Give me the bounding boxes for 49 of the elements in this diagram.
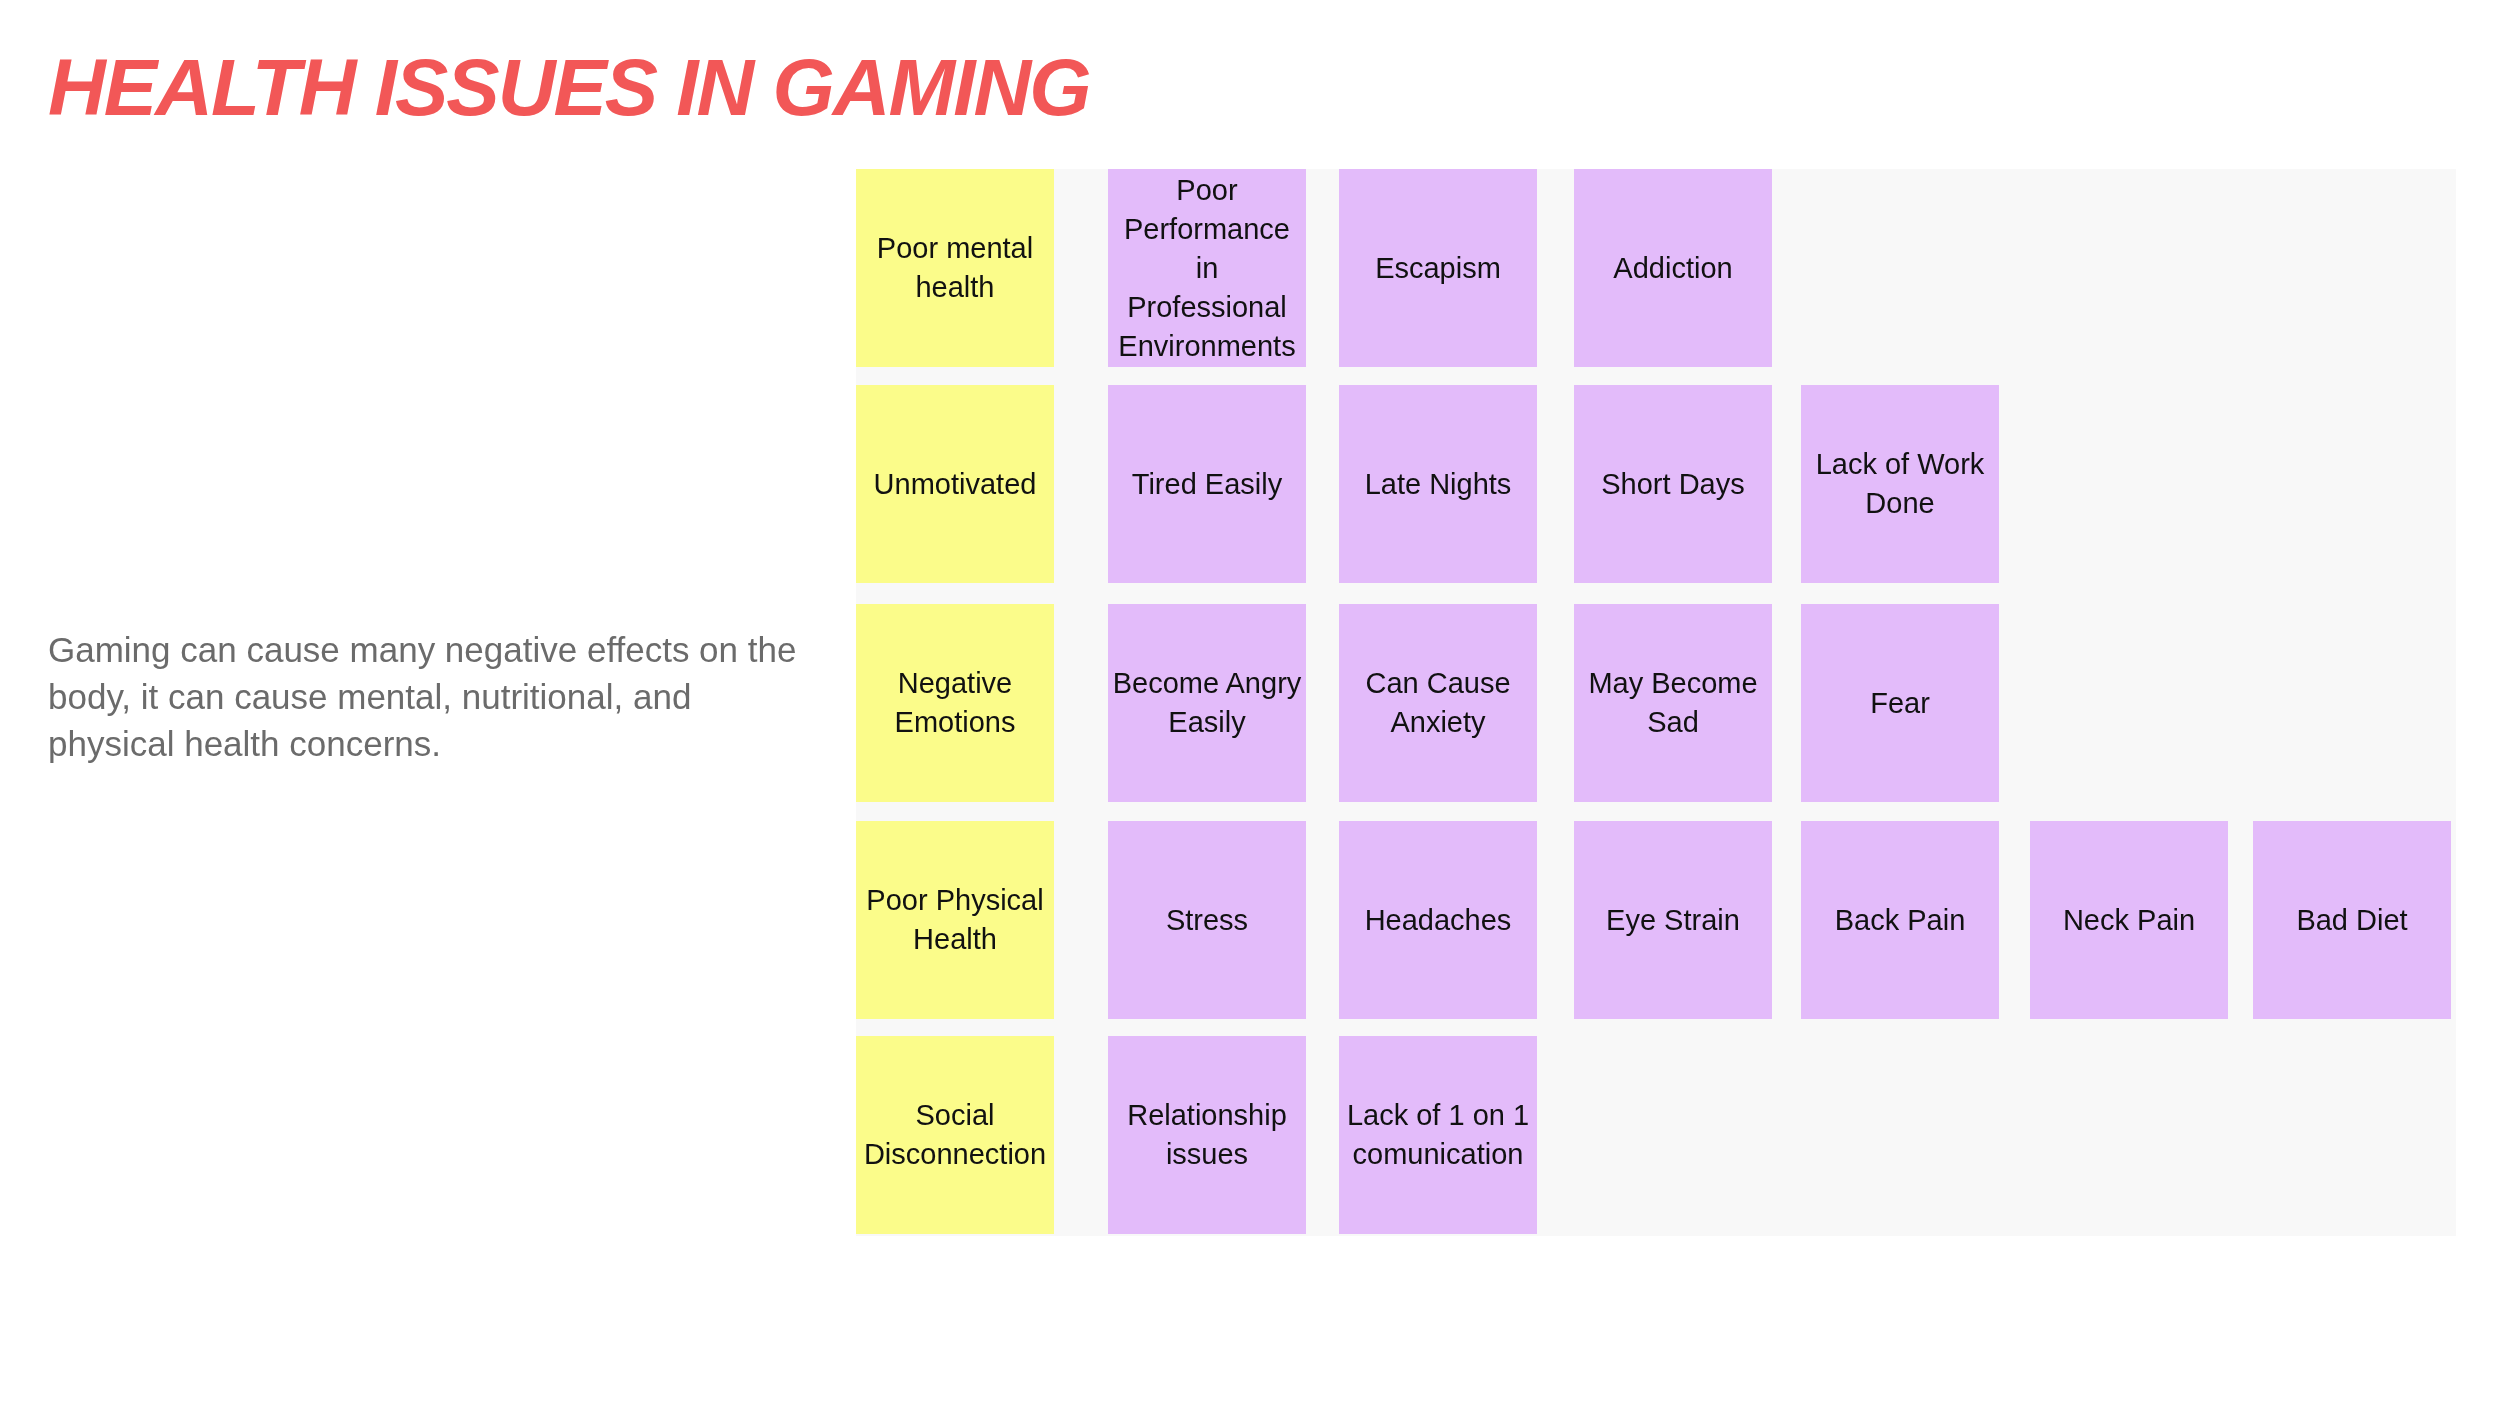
note-text: Escapism: [1375, 250, 1501, 286]
note-text: Poor mental health: [875, 231, 1035, 305]
sticky-note: [1339, 821, 1537, 1019]
note-text: Negative Emotions: [893, 666, 1017, 740]
sticky-note: [1574, 821, 1772, 1019]
note-text: Addiction: [1613, 250, 1733, 286]
sticky-note: [1339, 604, 1537, 802]
title: HEALTH ISSUES IN GAMING: [48, 48, 1090, 128]
sticky-note: [1108, 1036, 1306, 1234]
description-text: Gaming can cause many negative effects on the body, it can cause mental, nutritional, and physical health concerns.: [48, 629, 798, 765]
sticky-note: [1801, 821, 1999, 1019]
note-text: Back Pain: [1834, 902, 1966, 938]
sticky-note: [856, 385, 1054, 583]
sticky-note: [1574, 604, 1772, 802]
sticky-note: [856, 821, 1054, 1019]
sticky-note: [1108, 385, 1306, 583]
sticky-note: [2253, 821, 2451, 1019]
note-text: Lack of Work Done: [1814, 447, 1986, 521]
sticky-note: [856, 169, 1054, 367]
note-text: Stress: [1165, 902, 1249, 938]
sticky-note: [856, 1036, 1054, 1234]
note-text: Unmotivated: [873, 466, 1037, 502]
note-text: Can Cause Anxiety: [1364, 666, 1512, 740]
sticky-note: [856, 604, 1054, 802]
sticky-note: [1801, 604, 1999, 802]
note-text: Short Days: [1601, 466, 1745, 502]
note-text: Poor Performance in Professional Environments: [1117, 172, 1297, 364]
sticky-note: [1108, 821, 1306, 1019]
note-text: Neck Pain: [2062, 902, 2196, 938]
note-text: Fear: [1870, 685, 1930, 721]
note-text: Social Disconnection: [862, 1098, 1048, 1172]
note-text: Lack of 1 on 1 comunication: [1345, 1098, 1531, 1172]
note-text: Relationship issues: [1126, 1098, 1288, 1172]
note-text: Poor Physical Health: [865, 883, 1045, 957]
sticky-note: [1339, 169, 1537, 367]
sticky-note: [2030, 821, 2228, 1019]
note-text: Eye Strain: [1606, 902, 1740, 938]
note-text: May Become Sad: [1587, 666, 1759, 740]
note-text: Become Angry Easily: [1112, 666, 1302, 740]
note-text: Headaches: [1364, 902, 1512, 938]
note-text: Bad Diet: [2296, 902, 2408, 938]
note-text: Late Nights: [1364, 466, 1512, 502]
sticky-note: [1801, 385, 1999, 583]
sticky-note: [1108, 604, 1306, 802]
sticky-note: [1574, 169, 1772, 367]
note-text: Tired Easily: [1131, 466, 1283, 502]
sticky-note: [1339, 385, 1537, 583]
sticky-note: [1574, 385, 1772, 583]
sticky-note: [1339, 1036, 1537, 1234]
